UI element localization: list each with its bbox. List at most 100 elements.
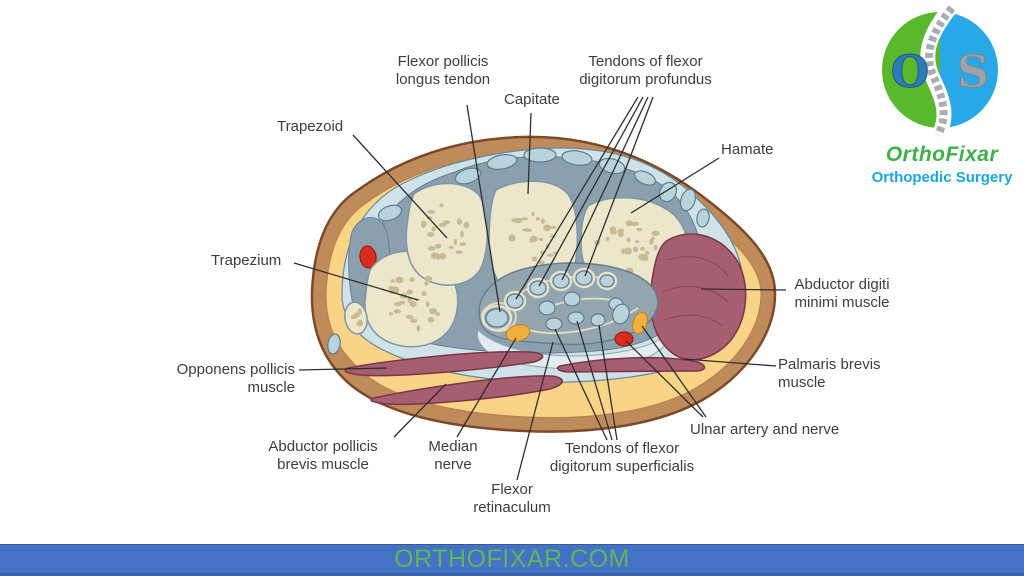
bone-speckle bbox=[393, 309, 401, 314]
bone-speckle bbox=[651, 230, 660, 236]
leader-line bbox=[456, 337, 517, 438]
bone-speckle bbox=[442, 220, 451, 225]
extensor-tendon-oval bbox=[523, 147, 557, 163]
spine-band bbox=[920, 0, 960, 146]
bone-speckle bbox=[543, 224, 551, 232]
label-tendons-flexor-digitorum-profundus: Tendons of flexor digitorum profundus bbox=[558, 53, 733, 90]
tendon-ring bbox=[572, 267, 596, 289]
profundus-tendon bbox=[552, 273, 570, 289]
extensor-tendon-oval bbox=[327, 333, 341, 355]
footer-bar: ORTHOFIXAR.COM bbox=[0, 544, 1024, 576]
leader-line bbox=[538, 96, 644, 287]
label-line: Hamate bbox=[721, 141, 774, 158]
label-abductor-pollicis-brevis-muscle: Abductor pollicis brevis muscle bbox=[258, 438, 388, 475]
leader-line bbox=[584, 96, 654, 277]
label-flexor-pollicis-longus-tendon: Flexor pollicis longus tendon bbox=[368, 53, 518, 90]
label-line: Median bbox=[428, 438, 478, 455]
profundus-tendon bbox=[529, 280, 547, 296]
label-opponens-pollicis-muscle: Opponens pollicis muscle bbox=[165, 361, 295, 398]
leader-line bbox=[598, 324, 618, 441]
bone-speckle bbox=[410, 318, 418, 323]
flexor-pollicis-longus-tendon bbox=[485, 308, 509, 328]
leader-line bbox=[700, 288, 787, 291]
label-ulnar-artery-and-nerve: Ulnar artery and nerve bbox=[690, 421, 839, 439]
bone-speckle bbox=[416, 325, 421, 332]
bone-speckle bbox=[625, 220, 633, 227]
median-nerve bbox=[505, 324, 531, 342]
label-flexor-retinaculum: Flexor retinaculum bbox=[452, 481, 572, 518]
bone-speckle bbox=[525, 229, 533, 232]
label-line: Flexor bbox=[491, 481, 533, 498]
label-line: retinaculum bbox=[473, 499, 551, 517]
label-line: Tendons of flexor bbox=[588, 53, 703, 70]
bone-speckle bbox=[427, 232, 435, 237]
bone-speckle bbox=[427, 210, 436, 214]
label-line: nerve bbox=[434, 456, 472, 474]
extensor-tendon-oval bbox=[377, 204, 403, 222]
logo-blue-half bbox=[940, 12, 998, 128]
bone-speckle bbox=[390, 279, 395, 283]
leader-line bbox=[466, 104, 501, 313]
label-abductor-digiti-minimi-muscle: Abductor digiti minimi muscle bbox=[786, 276, 898, 313]
leader-line bbox=[630, 157, 720, 214]
bone-speckle bbox=[431, 226, 436, 232]
bone-speckle bbox=[388, 285, 394, 290]
bone-speckle bbox=[460, 230, 464, 238]
bone-speckle bbox=[409, 277, 415, 283]
label-palmaris-brevis-muscle: Palmaris brevis muscle bbox=[778, 356, 898, 393]
brand-logo: O S OrthoFixar Orthopedic Surgery bbox=[860, 0, 1024, 197]
label-line: Abductor digiti bbox=[794, 276, 890, 293]
label-line: longus tendon bbox=[395, 71, 491, 89]
bone-speckle bbox=[530, 235, 538, 243]
label-capitate: Capitate bbox=[504, 91, 560, 109]
label-line: Tendons of flexor bbox=[564, 440, 680, 457]
abductor-pollicis-brevis-muscle bbox=[370, 375, 563, 406]
label-line: muscle bbox=[778, 374, 826, 392]
label-trapezoid: Trapezoid bbox=[277, 118, 343, 136]
label-line: Abductor pollicis bbox=[268, 438, 378, 455]
label-line: brevis muscle bbox=[277, 456, 369, 474]
leader-line bbox=[298, 367, 388, 371]
bone-speckle bbox=[420, 220, 427, 228]
leader-line bbox=[352, 134, 448, 239]
spine-vertebrae-icon bbox=[925, 5, 956, 137]
bone-speckle bbox=[435, 312, 440, 316]
leader-line bbox=[561, 96, 649, 281]
bone-speckle bbox=[538, 260, 545, 265]
tendon-ring bbox=[503, 290, 527, 312]
bone-speckle bbox=[395, 276, 404, 284]
leader-line bbox=[625, 340, 704, 418]
bone-speckle bbox=[388, 312, 394, 316]
bone-speckle bbox=[538, 237, 544, 241]
bone-speckle bbox=[406, 289, 413, 295]
leader-line bbox=[576, 320, 613, 441]
leader-line bbox=[527, 112, 532, 195]
label-hamate: Hamate bbox=[721, 141, 774, 159]
bone-speckle bbox=[541, 218, 545, 224]
bone-speckle bbox=[424, 275, 433, 282]
label-trapezium: Trapezium bbox=[211, 252, 281, 270]
bone-speckle bbox=[425, 301, 430, 307]
bone-speckle bbox=[357, 319, 363, 327]
bone-speckle bbox=[393, 302, 402, 307]
bone-speckle bbox=[455, 250, 463, 255]
bone-speckle bbox=[456, 218, 463, 225]
bone-speckle bbox=[638, 253, 647, 261]
extensor-tendon-band bbox=[327, 147, 710, 355]
bone-speckle bbox=[429, 308, 437, 315]
bone-speckle bbox=[511, 218, 519, 223]
label-line: digitorum superficialis bbox=[549, 458, 695, 476]
bone-speckle bbox=[630, 221, 639, 227]
ulnar-tendon-oval bbox=[612, 303, 630, 325]
bone-speckle bbox=[439, 252, 446, 260]
extensor-tendon-oval bbox=[598, 157, 626, 175]
bone-speckle bbox=[424, 281, 429, 286]
bone-speckle bbox=[463, 221, 470, 229]
bone-speckle bbox=[653, 244, 658, 251]
bone-speckle bbox=[427, 317, 435, 323]
superficialis-tendon bbox=[590, 313, 606, 327]
logo-letter-s: S bbox=[957, 47, 989, 98]
bone-speckle bbox=[453, 238, 458, 245]
label-line: Flexor pollicis bbox=[397, 53, 489, 70]
label-line: muscle bbox=[247, 379, 295, 397]
